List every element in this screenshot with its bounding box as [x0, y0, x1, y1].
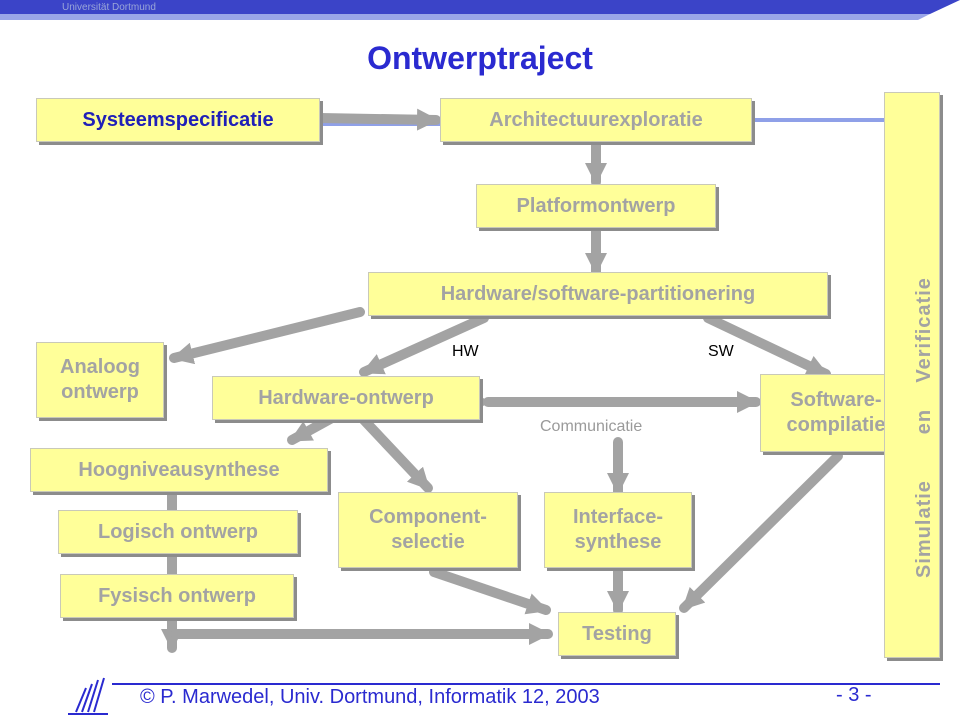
box-hardware-ontwerp[interactable]: Hardware-ontwerp — [212, 376, 480, 420]
box-hardware-software-partitionering[interactable]: Hardware/software-partitionering — [368, 272, 828, 316]
box-testing[interactable]: Testing — [558, 612, 676, 656]
footer-copyright: © P. Marwedel, Univ. Dortmund, Informati… — [140, 686, 600, 708]
box-fysisch-ontwerp[interactable]: Fysisch ontwerp — [60, 574, 294, 618]
box-analoog-ontwerp[interactable]: Analoog ontwerp — [36, 342, 164, 418]
box-architectuurexploratie[interactable]: Architectuurexploratie — [440, 98, 752, 142]
arrow-spec-to-arch — [315, 108, 441, 131]
slide-title: Ontwerptraject — [367, 40, 593, 76]
arrow-partition-to-hw — [359, 313, 489, 377]
arrow-hw-to-hls — [287, 413, 337, 445]
label-sw: SW — [708, 343, 734, 360]
arrow-partition-to-sw — [703, 313, 831, 379]
arrow-component-to-testing — [429, 567, 551, 615]
box-interface-synthese[interactable]: Interface- synthese — [544, 492, 692, 568]
simulatie-verificatie-bar: Simulatie en Verificatie — [884, 92, 940, 658]
box-hoogniveausynthese[interactable]: Hoogniveausynthese — [30, 448, 328, 492]
label-hw: HW — [452, 343, 479, 360]
arrow-hw-to-component — [357, 413, 433, 493]
university-logo-icon — [68, 677, 108, 715]
arrow-sw-to-testing — [679, 451, 843, 613]
box-systeemspecificatie[interactable]: Systeemspecificatie — [36, 98, 320, 142]
page-number: - 3 - — [836, 684, 872, 706]
box-platformontwerp[interactable]: Platformontwerp — [476, 184, 716, 228]
box-logisch-ontwerp[interactable]: Logisch ontwerp — [58, 510, 298, 554]
label-communicatie: Communicatie — [540, 418, 643, 435]
top-band — [0, 0, 960, 20]
box-component-selectie[interactable]: Component- selectie — [338, 492, 518, 568]
arrow-partition-to-analoog — [169, 307, 365, 365]
university-name: Universität Dortmund — [62, 2, 156, 13]
